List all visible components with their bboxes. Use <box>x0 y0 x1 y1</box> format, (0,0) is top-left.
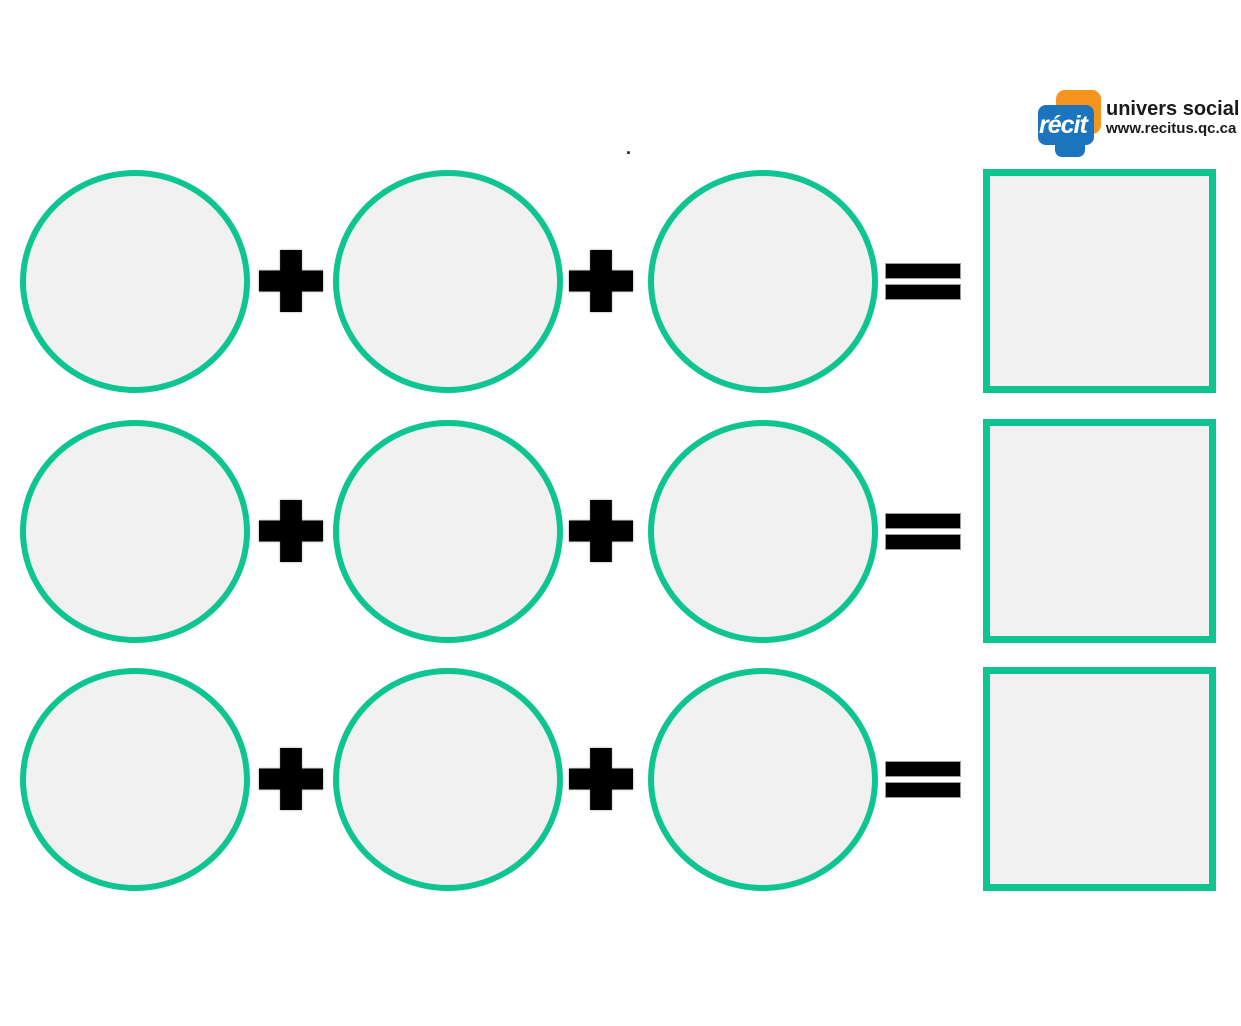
addend-circle-2-3[interactable] <box>648 420 878 643</box>
plus-icon <box>569 748 633 810</box>
equals-bar-bottom <box>885 284 961 300</box>
recitus-logo: récit univers social www.recitus.qc.ca <box>1038 84 1239 162</box>
equation-row-2 <box>0 419 1241 643</box>
addend-circle-3-3[interactable] <box>648 668 878 891</box>
equals-bar-bottom <box>885 782 961 798</box>
logo-text-block: univers social www.recitus.qc.ca <box>1106 84 1239 138</box>
equals-bar-bottom <box>885 534 961 550</box>
addend-circle-3-1[interactable] <box>20 668 250 891</box>
plus-icon-shape <box>259 250 323 312</box>
plus-icon <box>259 748 323 810</box>
recit-logo-icon: récit <box>1038 84 1104 162</box>
equals-icon <box>885 761 961 798</box>
addend-circle-3-2[interactable] <box>333 668 563 891</box>
logo-blue-bubble <box>1038 105 1094 145</box>
plus-icon-shape <box>259 500 323 562</box>
plus-icon <box>259 250 323 312</box>
equation-row-3 <box>0 667 1241 891</box>
logo-brand-text: récit <box>1039 111 1088 139</box>
equals-bar-top <box>885 513 961 529</box>
plus-icon <box>569 500 633 562</box>
stray-dot: . <box>626 138 632 158</box>
equation-row-1 <box>0 169 1241 393</box>
equals-icon <box>885 263 961 300</box>
plus-icon <box>259 500 323 562</box>
addend-circle-2-1[interactable] <box>20 420 250 643</box>
plus-icon-shape <box>569 748 633 810</box>
logo-title: univers social <box>1106 98 1240 120</box>
plus-icon-shape <box>259 748 323 810</box>
logo-blue-bubble-tail <box>1055 141 1085 157</box>
sum-box-3[interactable] <box>983 667 1216 891</box>
addend-circle-1-2[interactable] <box>333 170 563 393</box>
addend-circle-1-3[interactable] <box>648 170 878 393</box>
sum-box-1[interactable] <box>983 169 1216 393</box>
logo-url: www.recitus.qc.ca <box>1106 120 1237 137</box>
sum-box-2[interactable] <box>983 419 1216 643</box>
plus-icon-shape <box>569 500 633 562</box>
plus-icon <box>569 250 633 312</box>
equals-icon <box>885 513 961 550</box>
addend-circle-2-2[interactable] <box>333 420 563 643</box>
addend-circle-1-1[interactable] <box>20 170 250 393</box>
equals-bar-top <box>885 761 961 777</box>
plus-icon-shape <box>569 250 633 312</box>
equals-bar-top <box>885 263 961 279</box>
